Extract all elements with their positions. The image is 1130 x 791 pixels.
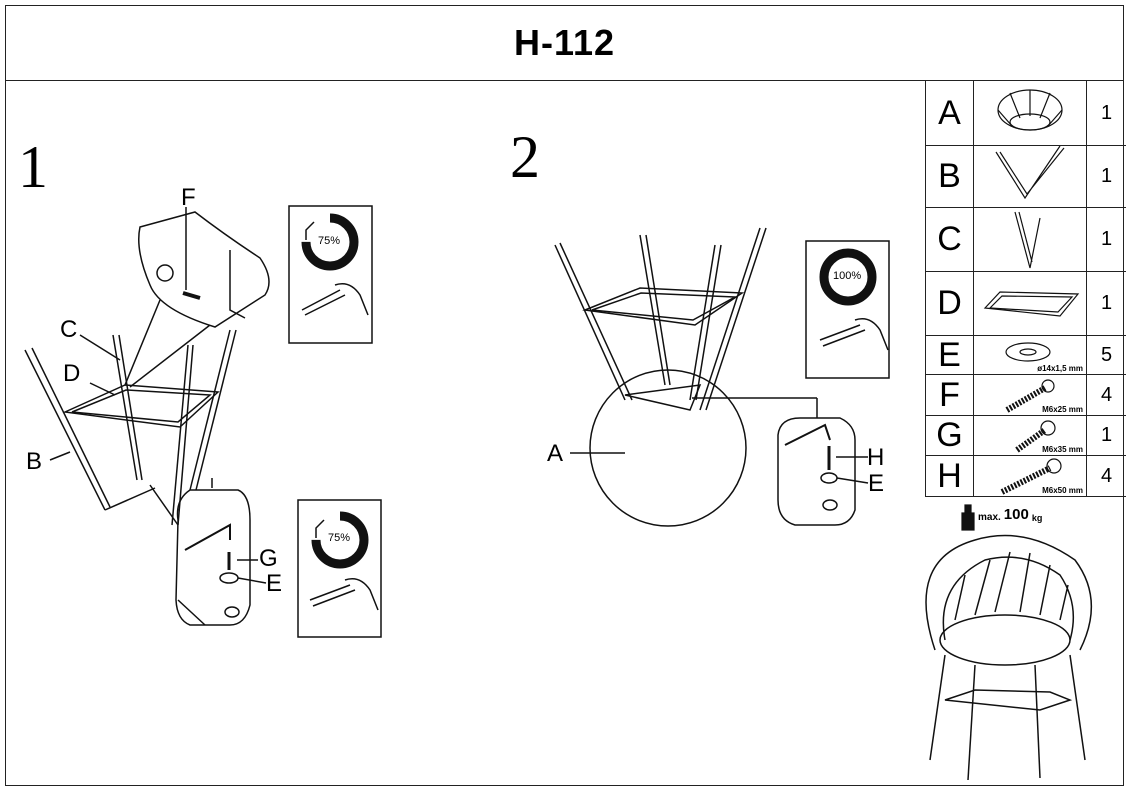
washer-icon: ø14x1,5 mm [974,336,1087,374]
part-letter: H [926,456,974,496]
part-label-h: H [867,444,885,471]
part-label-g: G [259,545,278,572]
seat-icon [974,81,1087,145]
torque-75-label-1: 75% [318,235,341,247]
part-label-b: B [26,448,43,475]
page-frame [5,5,1124,786]
part-letter: F [926,375,974,415]
torque-box-3 [805,240,890,379]
torque-box-2 [297,499,382,638]
part-spec: M6x50 mm [1042,486,1083,495]
part-letter: A [926,81,974,145]
bolt-icon: M6x35 mm [974,416,1087,455]
part-letter: B [926,146,974,207]
max-load-unit: kg [1031,513,1043,523]
part-label-e: E [266,570,283,597]
part-qty: 4 [1100,464,1113,487]
part-label-a: A [547,440,564,467]
part-label-d: D [63,360,81,387]
step-1-frame-drawing [24,207,270,626]
part-qty: 1 [1100,292,1113,314]
step-2-number: 2 [510,124,540,190]
max-load-prefix: max. [978,512,1001,523]
assembled-chair-drawing [925,534,1093,781]
part-letter: C [926,208,974,271]
bolt-icon: M6x25 mm [974,375,1087,415]
part-spec: M6x35 mm [1042,445,1083,454]
bolt-icon: M6x50 mm [974,456,1087,496]
part-label-f: F [181,184,196,211]
part-qty: 1 [1100,101,1113,124]
part-label-e-step2: E [868,470,885,497]
step-1-number: 1 [18,134,48,200]
part-qty: 1 [1100,228,1113,250]
part-qty: 1 [1100,424,1113,446]
part-qty: 4 [1100,383,1113,406]
max-load-value: 100 [1003,506,1029,523]
parts-row-h: H M6x50 mm 4 [926,456,1126,497]
step-2-drawing [554,227,869,527]
title-bar: H-112 [5,5,1124,81]
part-spec: ø14x1,5 mm [1037,364,1083,373]
max-load: max. 100 kg [978,506,1042,523]
parts-row-f: F M6x25 mm 4 [926,375,1126,416]
leg-frame-icon [974,208,1087,271]
page-title: H-112 [513,21,616,63]
torque-100-label: 100% [833,270,862,282]
part-qty: 1 [1100,165,1113,187]
torque-box-1 [288,205,373,344]
parts-row-g: G M6x35 mm 1 [926,416,1126,456]
part-qty: 5 [1100,343,1113,366]
torque-75-label-2: 75% [328,532,351,544]
part-letter: G [926,416,974,455]
footrest-frame-icon [974,272,1087,335]
part-letter: E [926,336,974,374]
part-label-c: C [60,316,78,343]
part-letter: D [926,272,974,335]
part-spec: M6x25 mm [1042,405,1083,414]
parts-icons [961,89,1080,531]
leg-frame-icon [974,146,1087,207]
